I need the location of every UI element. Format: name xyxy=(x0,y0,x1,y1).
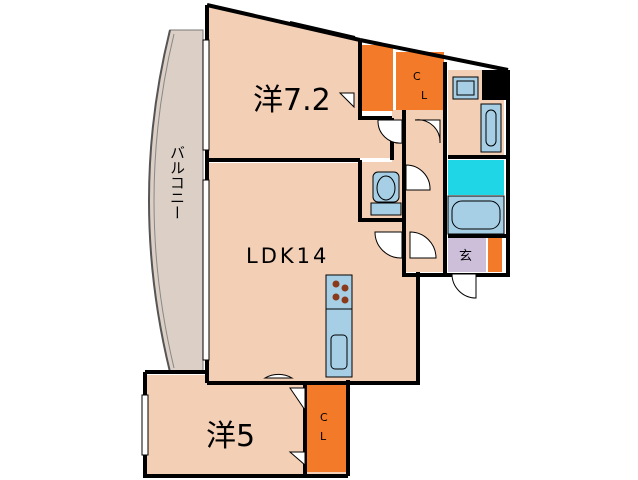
sink-icon xyxy=(325,308,353,378)
washer-inner xyxy=(485,109,497,147)
room-ldk-floor xyxy=(207,163,418,381)
shoe-closet xyxy=(488,238,502,272)
washbasin xyxy=(452,76,479,100)
stove-icon xyxy=(325,274,353,310)
door-swing-icon xyxy=(263,92,477,467)
room-western-7-2-floor xyxy=(207,6,392,158)
closet-1-label-c: C xyxy=(413,70,421,83)
room-western-7-2-label: 洋7.2 xyxy=(253,83,331,118)
closet-orange-1 xyxy=(361,45,393,111)
balcony-rail-inner xyxy=(153,33,175,369)
entrance-floor xyxy=(448,238,486,272)
closet-1-floor xyxy=(396,52,444,110)
closet-2: C L xyxy=(307,382,346,472)
balcony-rail xyxy=(148,29,171,373)
room-ldk-label: LDK14 xyxy=(246,244,329,268)
windows xyxy=(141,21,356,456)
washbasin-inner xyxy=(456,80,475,96)
closet-1: C L xyxy=(396,52,444,110)
entrance: 玄 xyxy=(448,238,502,272)
bathtub xyxy=(447,195,505,235)
kitchen-counter xyxy=(325,274,353,378)
balcony-label: バルコニー xyxy=(168,145,186,220)
toilet-icon xyxy=(370,171,402,216)
bathroom xyxy=(447,160,505,235)
entrance-label: 玄 xyxy=(459,249,472,264)
bathtub-inner xyxy=(451,200,501,230)
room-western-5-label: 洋5 xyxy=(206,419,255,454)
room-ldk: LDK14 xyxy=(207,163,418,381)
closet-2-floor xyxy=(307,382,346,472)
bathroom-floor xyxy=(448,160,504,195)
wall-corner xyxy=(482,70,508,100)
room-western-7-2: 洋7.2 xyxy=(207,6,392,158)
washer-space xyxy=(480,103,502,153)
closet-2-label-c: C xyxy=(320,411,328,424)
balcony: バルコニー xyxy=(148,29,204,373)
closet-1-label-l: L xyxy=(421,89,428,102)
closet-2-label-l: L xyxy=(320,430,327,443)
